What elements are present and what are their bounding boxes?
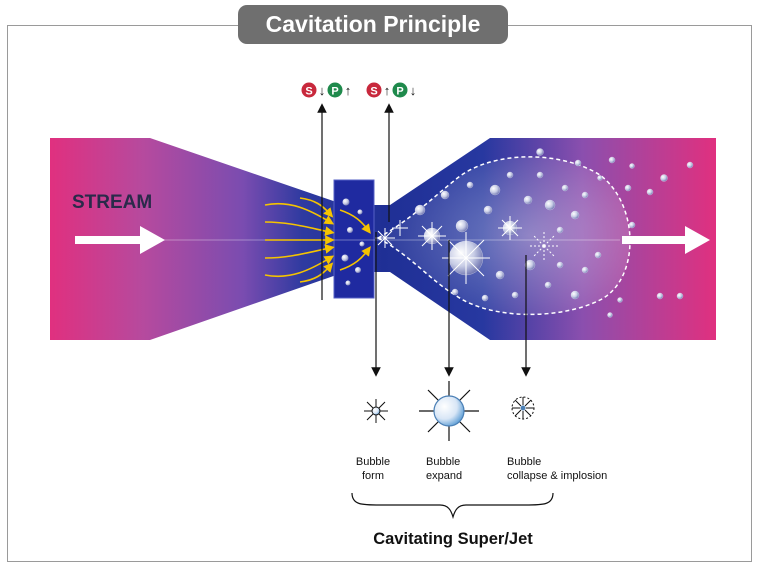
legend-low-pressure: S ↓ P ↑: [301, 82, 352, 98]
grouping-brace: [351, 492, 554, 520]
s-badge-icon: [366, 82, 382, 98]
p-badge-icon: [392, 82, 408, 98]
restriction-plate: [333, 179, 375, 299]
s-badge-icon: [301, 82, 317, 98]
svg-text:expand: expand: [426, 470, 462, 482]
diagram-title: Cavitation Principle: [238, 5, 508, 44]
svg-text:↓: ↓: [410, 83, 417, 98]
stage-label-expand: Bubble expand: [426, 456, 462, 482]
bubble-expand-icon: [419, 381, 479, 441]
svg-text:P: P: [396, 86, 403, 98]
bubble-collapse-icon: [511, 396, 535, 420]
svg-text:form: form: [362, 470, 384, 482]
svg-text:↓: ↓: [319, 83, 326, 98]
plate-bubbles: [341, 198, 365, 286]
p-badge-icon: [327, 82, 343, 98]
svg-text:Bubble: Bubble: [356, 456, 390, 468]
svg-text:↑: ↑: [384, 83, 391, 98]
outlet-arrow-icon: [622, 226, 710, 254]
bubble-spikes: [375, 216, 558, 284]
svg-text:collapse & implosion: collapse & implosion: [507, 470, 607, 482]
svg-text:↑: ↑: [345, 83, 352, 98]
stage-label-collapse: Bubble collapse & implosion: [507, 456, 607, 482]
stage-label-form: Bubble form: [356, 456, 390, 482]
bubble-form-icon: [364, 399, 388, 423]
diagram-caption: Cavitating Super/Jet: [373, 530, 533, 548]
svg-text:Bubble: Bubble: [426, 456, 460, 468]
legend-high-pressure: S ↑ P ↓: [366, 82, 417, 98]
svg-text:S: S: [370, 86, 377, 98]
svg-text:Bubble: Bubble: [507, 456, 541, 468]
inlet-arrow-icon: [75, 226, 165, 254]
stream-label: STREAM: [72, 192, 152, 213]
bubble-cloud: [376, 156, 631, 316]
svg-text:S: S: [305, 86, 312, 98]
svg-text:P: P: [331, 86, 338, 98]
converging-flow-arrows: [264, 197, 371, 283]
